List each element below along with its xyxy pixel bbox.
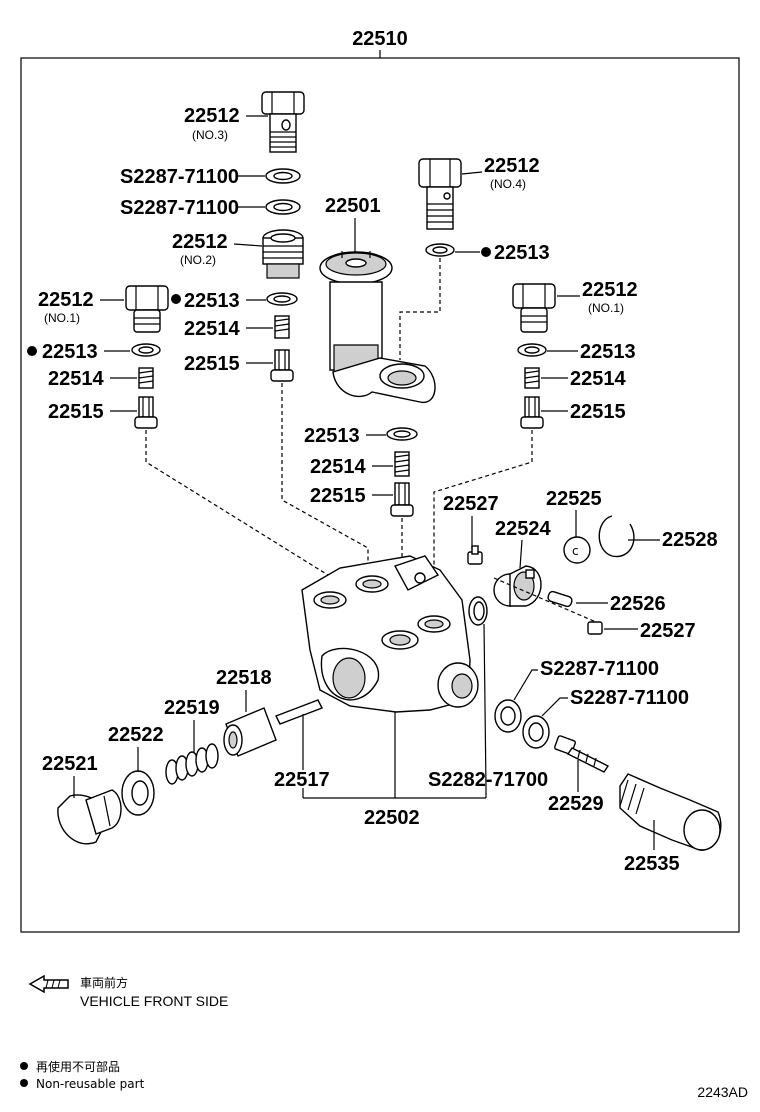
label-22512-no3[interactable]: 22512	[184, 105, 240, 127]
label-s2282[interactable]: S2282-71700	[428, 769, 548, 791]
label-22513-right[interactable]: 22513	[580, 341, 636, 363]
spring-right-part	[524, 367, 540, 389]
label-22515-left[interactable]: 22515	[48, 401, 104, 423]
screw-lower-part	[587, 621, 603, 635]
nonreusable-dot-no4	[481, 247, 491, 257]
label-s2287-right-a[interactable]: S2287-71100	[540, 658, 659, 680]
plug-no1-left-part	[125, 285, 169, 333]
label-22512-no4[interactable]: 22512	[484, 155, 540, 177]
label-s2287-b[interactable]: S2287-71100	[120, 197, 239, 219]
label-22524[interactable]: 22524	[495, 518, 551, 540]
sleeve-part	[223, 707, 277, 757]
label-22513-center[interactable]: 22513	[304, 425, 360, 447]
svg-text:c: c	[572, 544, 579, 558]
nonreusable-dot-left	[27, 346, 37, 356]
valve-left-part	[134, 396, 158, 429]
label-22527-upper[interactable]: 22527	[443, 493, 499, 515]
label-22515-right[interactable]: 22515	[570, 401, 626, 423]
label-22521[interactable]: 22521	[42, 753, 98, 775]
label-s2287-a[interactable]: S2287-71100	[120, 166, 239, 188]
front-label-en: VEHICLE FRONT SIDE	[80, 993, 228, 1009]
label-22512-no3-sub: (NO.3)	[192, 128, 228, 142]
plug-large-part	[57, 789, 122, 845]
valve-mid-left-part	[270, 349, 294, 382]
label-22513-left[interactable]: 22513	[42, 341, 98, 363]
label-22512-no1-left-sub: (NO.1)	[44, 311, 80, 325]
roller-part: c	[563, 536, 591, 564]
label-22517[interactable]: 22517	[274, 769, 330, 791]
nonreusable-dot-mid-left	[171, 294, 181, 304]
label-22513-no4[interactable]: 22513	[494, 242, 550, 264]
label-22502[interactable]: 22502	[364, 807, 420, 829]
label-22535[interactable]: 22535	[624, 853, 680, 875]
label-22527-lower[interactable]: 22527	[640, 620, 696, 642]
nonreusable-legend-dot-2	[20, 1079, 28, 1087]
spring-mid-left-part	[274, 315, 290, 339]
overflow-valve-part	[619, 773, 722, 851]
label-22512-no1-left[interactable]: 22512	[38, 289, 94, 311]
spring-large-part	[165, 743, 219, 785]
plug-no1-right-part	[512, 283, 556, 333]
label-22514-right[interactable]: 22514	[570, 368, 626, 390]
snap-ring-part	[598, 515, 635, 558]
label-22512-no1-right-sub: (NO.1)	[588, 301, 624, 315]
label-s2287-right-b[interactable]: S2287-71100	[570, 687, 689, 709]
nonreusable-label-en: Non-reusable part	[36, 1077, 145, 1091]
diagram-code: 2243AD	[697, 1084, 748, 1100]
label-22528[interactable]: 22528	[662, 529, 718, 551]
rod-part	[275, 699, 323, 725]
spring-left-part	[138, 367, 154, 389]
valve-right-part	[520, 396, 544, 429]
label-22518[interactable]: 22518	[216, 667, 272, 689]
plug-no2-part	[262, 229, 304, 279]
screw-upper-part	[467, 545, 483, 565]
label-22519[interactable]: 22519	[164, 697, 220, 719]
valve-center-part	[390, 482, 414, 517]
label-22512-no2-sub: (NO.2)	[180, 253, 216, 267]
front-label-jp: 車両前方	[80, 975, 128, 990]
label-22525[interactable]: 22525	[546, 488, 602, 510]
label-22514-mid-left[interactable]: 22514	[184, 318, 240, 340]
pin-part	[547, 590, 573, 608]
spring-center-part	[394, 451, 410, 477]
plug-no4-part	[418, 158, 462, 230]
nonreusable-label-jp: 再使用不可部品	[36, 1059, 120, 1074]
label-22512-no2[interactable]: 22512	[172, 231, 228, 253]
pump-plunger-part	[319, 251, 436, 403]
label-22515-center[interactable]: 22515	[310, 485, 366, 507]
label-22526[interactable]: 22526	[610, 593, 666, 615]
pump-body-part	[301, 555, 479, 713]
washer-part	[121, 770, 155, 816]
label-22512-no1-right[interactable]: 22512	[582, 279, 638, 301]
label-22529[interactable]: 22529	[548, 793, 604, 815]
plug-no3-part	[261, 91, 305, 153]
label-22522[interactable]: 22522	[108, 724, 164, 746]
piston-part	[493, 565, 542, 607]
label-22514-left[interactable]: 22514	[48, 368, 104, 390]
label-22514-center[interactable]: 22514	[310, 456, 366, 478]
label-22513-mid-left[interactable]: 22513	[184, 290, 240, 312]
bleeder-screw-part	[554, 735, 610, 773]
nonreusable-legend-dot-1	[20, 1062, 28, 1070]
label-22501[interactable]: 22501	[325, 195, 381, 217]
front-arrow-icon	[28, 974, 69, 994]
label-22512-no4-sub: (NO.4)	[490, 177, 526, 191]
label-22510[interactable]: 22510	[352, 28, 408, 50]
label-22515-mid-left[interactable]: 22515	[184, 353, 240, 375]
